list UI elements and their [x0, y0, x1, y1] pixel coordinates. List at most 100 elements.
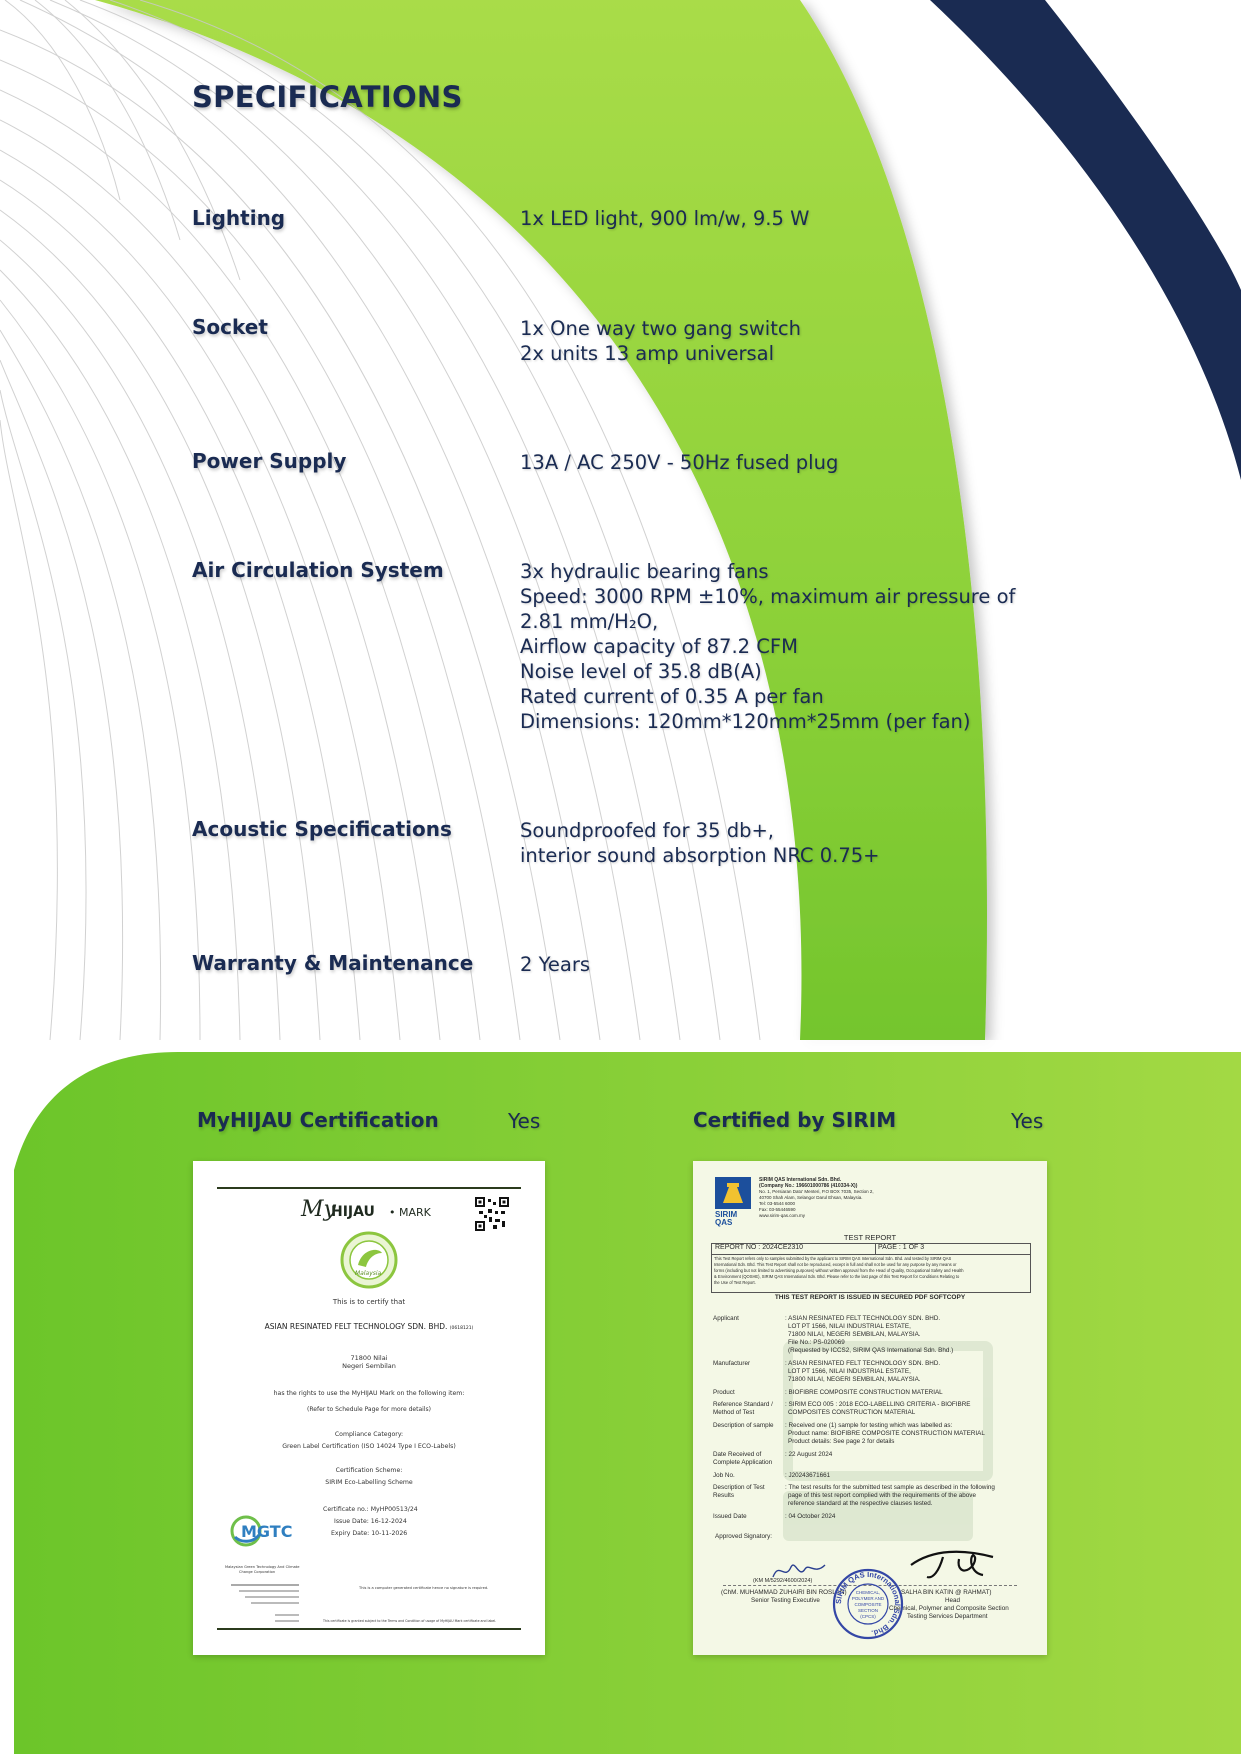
signer-1-name: (ChM. MUHAMMAD ZUHAIRI BIN ROSLAN) — [721, 1589, 847, 1596]
signature-1 — [772, 1564, 826, 1578]
spec-label-acoustic: Acoustic Specifications — [192, 817, 452, 841]
green-arc — [95, 0, 988, 1040]
signer-2-title-1: Head — [945, 1597, 961, 1604]
row-value: File No.: PS-020069 — [788, 1339, 845, 1346]
row-value: : 22 August 2024 — [785, 1451, 833, 1458]
spec-value-acoustic: Soundproofed for 35 db+, interior sound … — [520, 818, 879, 868]
doc-bottom-rule — [217, 1628, 521, 1630]
sirim-test-report-image[interactable]: SIRIM QAS SIRIM QAS International Sdn. B… — [693, 1161, 1047, 1655]
spec-line: Rated current of 0.35 A per fan — [520, 685, 824, 708]
sirim-fax: Fax: 03-55446590 — [759, 1207, 796, 1212]
spec-label-warranty: Warranty & Maintenance — [192, 951, 474, 975]
signer-1-title: Senior Testing Executive — [751, 1597, 820, 1604]
row-label-issued-date: Issued Date — [713, 1513, 747, 1520]
softcopy-notice: THIS TEST REPORT IS ISSUED IN SECURED PD… — [774, 1294, 966, 1301]
issue-date: Issue Date: 16-12-2024 — [334, 1518, 407, 1525]
sirim-company-name: SIRIM QAS International Sdn. Bhd. — [759, 1177, 842, 1183]
spec-line: 2.81 mm/H₂O, — [520, 610, 659, 633]
footer-notice: This certificate is granted subject to t… — [323, 1619, 497, 1623]
report-page: PAGE : 1 OF 3 — [878, 1244, 925, 1251]
cert-title-sirim: Certified by SIRIM — [693, 1108, 897, 1132]
row-label-reference: Reference Standard / Method of Test — [713, 1401, 773, 1416]
sirim-company-no: (Company No.: 196601000786 (410334-X)) — [759, 1183, 858, 1189]
compliance-value: Green Label Certification (ISO 14024 Typ… — [282, 1443, 456, 1450]
row-value: 71800 NILAI, NEGERI SEMBILAN, MALAYSIA. — [788, 1376, 921, 1383]
myhijau-seal-icon — [340, 1231, 398, 1289]
mgtc-logo-icon — [230, 1515, 262, 1547]
sirim-tel: Tel: 03-5544 6000 — [759, 1201, 796, 1206]
stamp-center-5: (CPCS) — [860, 1614, 876, 1619]
spec-label-socket: Socket — [192, 315, 268, 339]
generated-notice: This is a computer generated certificate… — [359, 1586, 489, 1590]
row-value: page of this test report complied with t… — [788, 1492, 976, 1499]
spec-line: 13A / AC 250V - 50Hz fused plug — [520, 451, 839, 474]
schedule-text: (Refer to Schedule Page for more details… — [307, 1406, 431, 1413]
row-value: Product details: See page 2 for details — [788, 1438, 895, 1445]
expiry-date: Expiry Date: 10-11-2026 — [331, 1530, 408, 1537]
company-name-text: ASIAN RESINATED FELT TECHNOLOGY SDN. BHD… — [264, 1322, 448, 1331]
row-value: : BIOFIBRE COMPOSITE CONSTRUCTION MATERI… — [785, 1389, 943, 1396]
line-fan — [0, 0, 761, 1041]
certify-text: This is to certify that — [332, 1298, 406, 1306]
brand-hijau: HIJAU — [331, 1204, 375, 1220]
report-header-box — [711, 1243, 1031, 1293]
stamp-center-3: COMPOSITE — [854, 1602, 881, 1607]
mgtc-address-block — [231, 1581, 299, 1631]
doc-top-rule — [217, 1187, 521, 1189]
sirim-address-1: No. 1, Persiaran Dato' Menteri, P.O BOX … — [759, 1189, 874, 1194]
spec-line: Soundproofed for 35 db+, — [520, 819, 774, 842]
spec-line: 2 Years — [520, 953, 591, 976]
row-value: : 04 October 2024 — [785, 1513, 836, 1520]
sirim-address-2: 40700 Shah Alam, Selangor Darul Ehsan, M… — [759, 1195, 863, 1200]
row-value: Product name: BIOFIBRE COMPOSITE CONSTRU… — [788, 1430, 985, 1437]
row-value: 71800 NILAI, NEGERI SEMBILAN, MALAYSIA. — [788, 1331, 921, 1338]
spec-line: 1x One way two gang switch — [520, 317, 801, 340]
sirim-watermark — [753, 1321, 1003, 1581]
row-value: reference standard at the respective cla… — [788, 1500, 933, 1507]
row-value: : ASIAN RESINATED FELT TECHNOLOGY SDN. B… — [785, 1360, 941, 1367]
certificate-number: Certificate no.: MyHP00513/24 — [323, 1506, 418, 1513]
scheme-value: SIRIM Eco-Labelling Scheme — [325, 1479, 413, 1486]
sirim-logo-icon — [715, 1177, 751, 1209]
row-value: COMPOSITES CONSTRUCTION MATERIAL — [788, 1409, 916, 1416]
spec-line: 3x hydraulic bearing fans — [520, 560, 769, 583]
signature-line — [723, 1585, 1017, 1586]
row-label-results: Description of Test Results — [713, 1484, 765, 1499]
disclaimer-line-2: International Sdn. Bhd. This Test Report… — [714, 1262, 957, 1267]
cert-status-myhijau: Yes — [508, 1109, 541, 1133]
navy-swoosh — [930, 0, 1241, 480]
spec-line: Noise level of 35.8 dB(A) — [520, 660, 762, 683]
signature-reference: (KM M/5292/4600/2024) — [753, 1578, 813, 1584]
report-title: TEST REPORT — [843, 1233, 897, 1242]
stamp-center-1: CHEMICAL, — [856, 1590, 881, 1595]
spec-label-air-circulation: Air Circulation System — [192, 558, 444, 582]
row-value: : Received one (1) sample for testing wh… — [785, 1422, 953, 1429]
signer-2-title-3: Testing Services Department — [907, 1613, 988, 1620]
row-label-job-no: Job No. — [713, 1472, 735, 1479]
scheme-label: Certification Scheme: — [335, 1467, 403, 1474]
disclaimer-line-1: This Test Report refers only to samples … — [714, 1256, 952, 1261]
row-label-applicant: Applicant — [713, 1315, 739, 1322]
address-line-2: Negeri Sembilan — [342, 1362, 396, 1370]
stamp-center-4: SECTION — [858, 1608, 878, 1613]
spec-label-lighting: Lighting — [192, 206, 286, 230]
signature-2 — [910, 1550, 994, 1579]
spec-value-socket: 1x One way two gang switch 2x units 13 a… — [520, 316, 801, 366]
row-value: : J20243671661 — [785, 1472, 831, 1479]
compliance-label: Compliance Category: — [334, 1431, 404, 1438]
report-number: REPORT NO : 2024CE2310 — [715, 1244, 804, 1251]
address-line-1: 71800 Nilai — [350, 1354, 388, 1362]
sirim-logo-text: SIRIM QAS — [715, 1210, 738, 1227]
stamp-center-2: POLYMER AND — [852, 1596, 885, 1601]
spec-line: Dimensions: 120mm*120mm*25mm (per fan) — [520, 710, 971, 733]
mgtc-logo-text: MGTC — [241, 1522, 293, 1541]
official-stamp-icon: SIRIM QAS International Sdn. Bhd. CHEMIC… — [832, 1568, 904, 1640]
company-reg: (0618121) — [449, 1326, 474, 1331]
cert-title-myhijau: MyHIJAU Certification — [197, 1108, 439, 1132]
spec-value-lighting: 1x LED light, 900 lm/w, 9.5 W — [520, 206, 809, 231]
myhijau-certificate-image[interactable]: My HIJAU • MARK Malaysia This is to cert… — [193, 1161, 545, 1655]
brand-my: My — [301, 1197, 336, 1222]
rights-text: has the rights to use the MyHIJAU Mark o… — [273, 1390, 465, 1397]
row-label-date-received: Date Received of Complete Application — [713, 1451, 773, 1466]
